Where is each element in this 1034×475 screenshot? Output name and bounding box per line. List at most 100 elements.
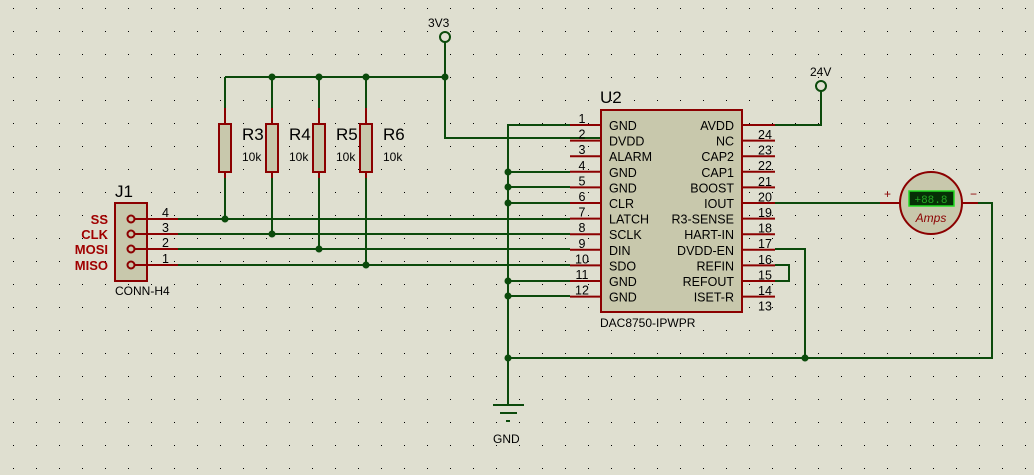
pin-number: 15 (758, 268, 772, 282)
wire-24v-avdd[interactable] (775, 91, 822, 126)
pin-number: 6 (579, 190, 586, 204)
pin-number: 10 (575, 252, 589, 266)
pin-number: 19 (758, 206, 772, 220)
ammeter[interactable]: +88.8 Amps + − (880, 171, 978, 235)
junction (362, 261, 370, 269)
wire-refin-refout[interactable] (775, 264, 790, 282)
minus-icon: − (970, 187, 977, 201)
pin-name: IOUT (704, 197, 734, 211)
junction (504, 168, 512, 176)
pin-number: 23 (758, 144, 772, 158)
pin-number: 2 (162, 236, 169, 250)
pin-name: CAP1 (701, 166, 734, 180)
signal-label-miso: MISO (75, 258, 108, 273)
pin-number: 1 (579, 112, 586, 126)
junction (362, 73, 370, 81)
resistor-value: 10k (336, 150, 356, 164)
signal-label-mosi: MOSI (75, 242, 108, 257)
connector-part: CONN-H4 (115, 284, 170, 298)
pin-number: 16 (758, 253, 772, 267)
resistor-ref: R4 (289, 125, 311, 144)
pin-number: 7 (579, 206, 586, 220)
wire-gnd-bus[interactable] (507, 124, 570, 405)
pin-name: ALARM (609, 150, 652, 164)
resistor-ref: R5 (336, 125, 358, 144)
pin-name: SDO (609, 259, 636, 273)
junction (315, 245, 323, 253)
ammeter-reading: +88.8 (914, 195, 947, 207)
resistor-value: 10k (383, 150, 403, 164)
pin-number: 24 (758, 128, 772, 142)
ground-symbol[interactable]: GND (493, 404, 524, 446)
pin-name: GND (609, 181, 637, 195)
pin-name: BOOST (690, 181, 734, 195)
pin-number: 21 (758, 175, 772, 189)
pin-number: 3 (579, 143, 586, 157)
junction (504, 292, 512, 300)
wire-gnd-return[interactable] (508, 202, 993, 359)
ic-part: DAC8750-IPWPR (600, 316, 696, 330)
junction (504, 199, 512, 207)
junction (504, 277, 512, 285)
resistor-ref: R3 (242, 125, 264, 144)
resistor-r3[interactable]: R3 10k (218, 77, 264, 219)
pin-number: 22 (758, 159, 772, 173)
signal-label-clk: CLK (81, 227, 108, 242)
wire-dvdd-en[interactable] (775, 248, 806, 358)
resistor-value: 10k (289, 150, 309, 164)
pin-number: 1 (162, 252, 169, 266)
ammeter-display (908, 190, 955, 207)
pin-number: 4 (162, 206, 169, 220)
pin-name: DVDD-EN (677, 244, 734, 258)
pin-number: 4 (579, 159, 586, 173)
resistor-r6[interactable]: R6 10k (359, 77, 405, 265)
connector-pins (135, 218, 178, 266)
resistor-body (312, 123, 326, 173)
pin-name: GND (609, 119, 637, 133)
pin-number: 12 (575, 284, 589, 298)
resistor-body (218, 123, 232, 173)
pin-number: 5 (579, 174, 586, 188)
signal-label-ss: SS (91, 212, 109, 227)
pin-socket-icon (126, 214, 136, 224)
ground-label: GND (493, 432, 520, 446)
pin-name: SCLK (609, 228, 642, 242)
junction (221, 215, 229, 223)
pin-number: 14 (758, 284, 772, 298)
pin-name: CLR (609, 197, 634, 211)
resistor-r5[interactable]: R5 10k (312, 77, 358, 249)
junction (504, 183, 512, 191)
ammeter-unit: Amps (915, 211, 947, 225)
pin-number: 11 (576, 268, 589, 282)
terminal-label: 24V (810, 65, 831, 79)
connector-j1[interactable]: J1 CONN-H4 4 3 2 1 (114, 182, 178, 298)
pin-number: 8 (579, 221, 586, 235)
resistor-body (359, 123, 373, 173)
pin-number: 18 (758, 222, 772, 236)
ground-icon (493, 404, 524, 422)
pin-name: ISET-R (694, 291, 734, 305)
pin-name: GND (609, 275, 637, 289)
pin-name: AVDD (700, 119, 734, 133)
pin-name: REFIN (697, 259, 735, 273)
resistor-value: 10k (242, 150, 262, 164)
terminal-label: 3V3 (428, 16, 450, 30)
pin-number: 20 (758, 190, 772, 204)
resistor-r4[interactable]: R4 10k (265, 77, 311, 234)
resistor-body (265, 123, 279, 173)
pin-number: 2 (579, 128, 586, 142)
pin-name: DVDD (609, 135, 644, 149)
pin-number: 9 (579, 237, 586, 251)
pin-name: HART-IN (684, 228, 734, 242)
pin-socket-icon (126, 260, 136, 270)
power-terminal-24v[interactable]: 24V (775, 65, 831, 126)
pin-number: 17 (758, 237, 772, 251)
pin-name: REFOUT (683, 275, 735, 289)
pin-name: CAP2 (701, 150, 734, 164)
junction (268, 73, 276, 81)
wire-gnd-taps[interactable] (508, 171, 570, 297)
pin-number: 3 (162, 221, 169, 235)
